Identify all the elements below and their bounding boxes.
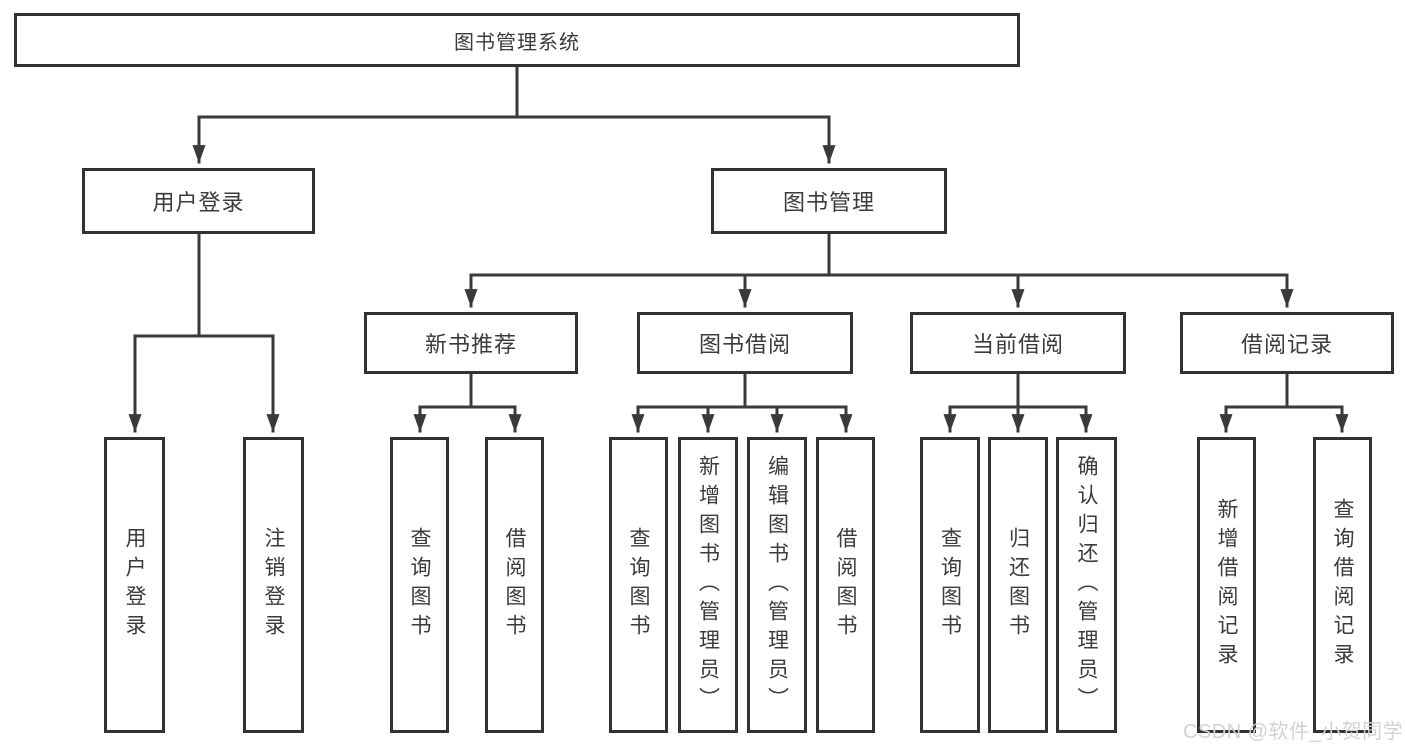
leaf-query-book-1: 查询图书: [390, 437, 449, 733]
leaf-query-book-3: 查询图书: [920, 437, 980, 733]
leaf-edit-book-admin: 编辑图书（管理员）: [747, 437, 807, 733]
node-user-login: 用户登录: [82, 168, 315, 234]
leaf-user-login: 用户登录: [104, 437, 165, 733]
node-label: 新增图书（管理员）: [696, 454, 720, 716]
node-label: 用户登录: [123, 527, 146, 643]
csdn-watermark: CSDN @软件_小贺同学: [1183, 721, 1404, 743]
node-label: 借阅记录: [1240, 332, 1333, 357]
leaf-borrow-book-2: 借阅图书: [816, 437, 875, 733]
node-label: 注销登录: [262, 527, 285, 643]
leaf-borrow-book-1: 借阅图书: [485, 437, 544, 733]
node-label: 查询借阅记录: [1331, 498, 1354, 672]
leaf-return-book: 归还图书: [988, 437, 1048, 733]
node-label: 编辑图书（管理员）: [765, 454, 789, 716]
node-label: 借阅图书: [834, 527, 857, 643]
leaf-add-book-admin: 新增图书（管理员）: [678, 437, 738, 733]
node-label: 当前借阅: [971, 332, 1064, 357]
node-label: 归还图书: [1006, 527, 1030, 643]
node-current-borrow: 当前借阅: [910, 312, 1126, 374]
leaf-query-borrow-record: 查询借阅记录: [1313, 437, 1372, 733]
node-new-book-recommend: 新书推荐: [364, 312, 578, 374]
node-label: 查询图书: [938, 527, 962, 643]
node-label: 查询图书: [627, 527, 650, 643]
node-label: 确认归还（管理员）: [1075, 454, 1098, 716]
node-label: 用户登录: [152, 190, 245, 215]
leaf-query-book-2: 查询图书: [609, 437, 668, 733]
node-label: 图书借阅: [698, 332, 791, 357]
node-label: 图书管理: [782, 190, 875, 215]
node-borrow-record: 借阅记录: [1180, 312, 1394, 374]
leaf-logout: 注销登录: [243, 437, 304, 733]
node-label: 查询图书: [408, 527, 431, 643]
node-book-management: 图书管理: [711, 168, 947, 234]
leaf-confirm-return-admin: 确认归还（管理员）: [1056, 437, 1117, 733]
node-label: 图书管理系统: [454, 31, 580, 54]
node-label: 新增借阅记录: [1215, 498, 1238, 672]
leaf-add-borrow-record: 新增借阅记录: [1197, 437, 1256, 733]
node-book-borrow: 图书借阅: [637, 312, 853, 374]
node-label: 新书推荐: [424, 332, 517, 357]
node-label: 借阅图书: [503, 527, 526, 643]
node-library-management-system: 图书管理系统: [14, 13, 1020, 67]
